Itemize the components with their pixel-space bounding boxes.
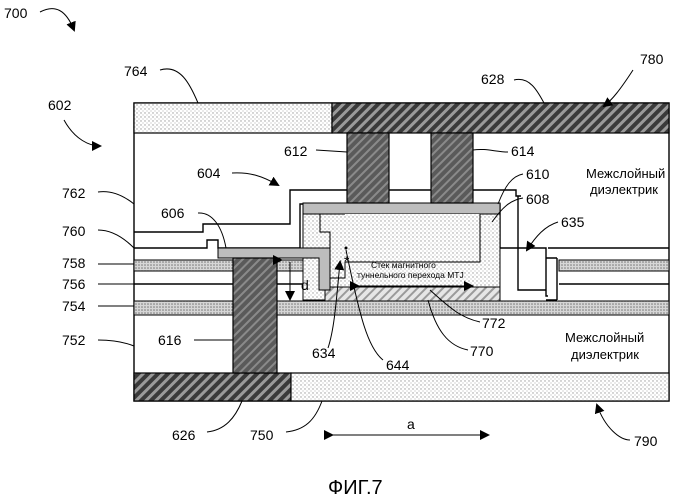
leader-764 bbox=[160, 69, 198, 103]
ild-bottom-line1: Межслойный bbox=[565, 330, 644, 345]
via-616 bbox=[233, 258, 277, 373]
ref-772: 772 bbox=[482, 315, 506, 331]
ild-bottom-line2: диэлектрик bbox=[571, 347, 639, 362]
figure-caption: ФИГ.7 bbox=[328, 477, 383, 499]
ild-top-line1: Межслойный bbox=[586, 166, 665, 181]
ref-644: 644 bbox=[386, 357, 410, 373]
ref-790: 790 bbox=[634, 433, 658, 449]
ref-608: 608 bbox=[526, 191, 550, 207]
ref-758: 758 bbox=[62, 255, 86, 271]
dim-a-label: a bbox=[407, 416, 415, 432]
arrow-780 bbox=[604, 70, 633, 106]
ref-614: 614 bbox=[511, 143, 535, 159]
ref-616: 616 bbox=[158, 332, 182, 348]
leader-626 bbox=[207, 401, 242, 432]
dot-644 bbox=[345, 247, 348, 250]
leader-760 bbox=[98, 230, 134, 248]
ref-606: 606 bbox=[161, 205, 185, 221]
ref-626: 626 bbox=[172, 427, 196, 443]
layer-626 bbox=[134, 373, 291, 401]
mtj-inner bbox=[345, 214, 480, 262]
ref-628: 628 bbox=[481, 71, 505, 87]
layer-754 bbox=[134, 301, 669, 315]
dim-d-label: d bbox=[301, 277, 309, 293]
leader-628 bbox=[514, 79, 544, 103]
ref-604: 604 bbox=[197, 165, 221, 181]
via-612 bbox=[347, 133, 389, 203]
leader-752 bbox=[98, 340, 134, 346]
mtj-label-line2: туннельного перехода MTJ bbox=[357, 270, 464, 280]
ref-700: 700 bbox=[4, 5, 28, 21]
arrow-602 bbox=[64, 120, 100, 146]
ref-760: 760 bbox=[62, 223, 86, 239]
electrode-610 bbox=[303, 203, 500, 214]
layer-764 bbox=[134, 103, 332, 133]
ref-634: 634 bbox=[312, 345, 336, 361]
layer-758 bbox=[134, 260, 233, 271]
ref-770: 770 bbox=[470, 343, 494, 359]
ref-610: 610 bbox=[526, 166, 550, 182]
ild-top-line2: диэлектрик bbox=[590, 182, 658, 197]
ref-635: 635 bbox=[561, 214, 585, 230]
via-614 bbox=[431, 133, 473, 203]
ref-752: 752 bbox=[62, 332, 86, 348]
ref-612: 612 bbox=[284, 143, 308, 159]
arrow-790 bbox=[597, 405, 630, 440]
ref-780: 780 bbox=[640, 51, 664, 67]
ref-764: 764 bbox=[124, 63, 148, 79]
layer-750 bbox=[291, 373, 669, 401]
ref-602: 602 bbox=[48, 97, 72, 113]
arrow-700 bbox=[40, 9, 74, 30]
leader-762 bbox=[98, 192, 134, 204]
mtj-label-line1: Стек магнитного bbox=[371, 260, 436, 270]
layer-758-right bbox=[559, 260, 669, 271]
layer-628 bbox=[332, 103, 669, 133]
bottom-electrode-770 bbox=[325, 287, 500, 301]
ref-756: 756 bbox=[62, 276, 86, 292]
ref-750: 750 bbox=[250, 427, 274, 443]
ref-762: 762 bbox=[62, 185, 86, 201]
ref-754: 754 bbox=[62, 298, 86, 314]
leader-750 bbox=[286, 401, 322, 432]
